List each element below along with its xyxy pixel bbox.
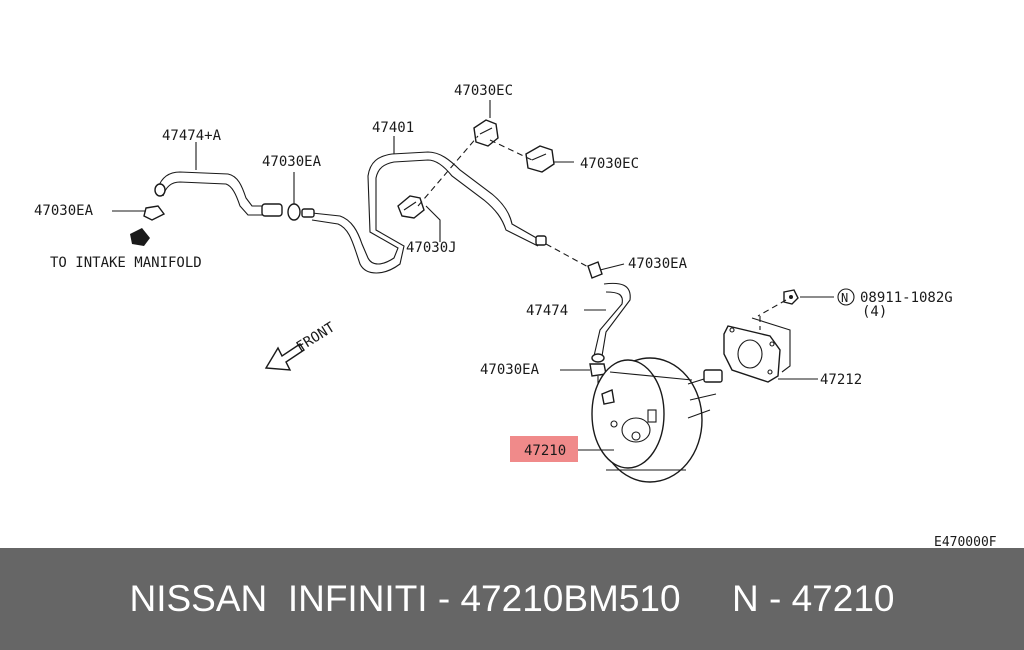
parts-diagram: FRONT 47474+A 47030EA 47030EA 47401 4703… [34,83,997,550]
callout-hose-lower[interactable]: 47474 [526,303,568,319]
callout-clip-ec-top[interactable]: 47030EC [454,83,513,99]
callout-clamp-ea-mid[interactable]: 47030EA [262,154,322,170]
part-footer: NISSAN INFINITI - 47210BM510 N - 47210 [0,548,1024,650]
clip-ec-right [525,145,555,173]
clamp-right [587,261,603,279]
intake-note: TO INTAKE MANIFOLD [50,255,202,271]
front-arrow-icon [264,343,305,371]
diagram-canvas: FRONT 47474+A 47030EA 47030EA 47401 4703… [34,83,997,550]
callout-clamp-ea-lower[interactable]: 47030EA [480,362,540,378]
nut [783,289,799,305]
footer-brand-part: NISSAN INFINITI - 47210BM510 [129,578,681,619]
clip-ec-top [473,119,499,147]
vacuum-tube [311,151,547,274]
brake-booster [591,357,723,483]
callout-nut-qty: (4) [862,304,887,320]
clip-j [397,195,425,219]
callout-nut[interactable]: 08911-1082G [860,290,953,306]
front-label: FRONT [294,319,339,355]
clamp-mid [287,203,315,221]
callout-gasket[interactable]: 47212 [820,372,862,388]
callout-clip-j[interactable]: 47030J [406,240,457,256]
nut-symbol: N [841,291,848,305]
callout-highlight [510,436,578,462]
leader-lines [112,100,834,451]
nut-symbol-circle [837,288,855,306]
callout-hose-upper[interactable]: 47474+A [162,128,222,144]
footer-part-code: N - 47210 [732,578,895,619]
footer-spacer [681,578,732,620]
callout-booster[interactable]: 47210 [524,443,566,459]
callout-tube[interactable]: 47401 [372,120,414,136]
callout-clip-ec-right[interactable]: 47030EC [580,156,639,172]
callout-clamp-ea-left[interactable]: 47030EA [34,203,94,219]
lower-hose [591,282,631,363]
upper-hose [157,171,283,217]
figure-code: E470000F [934,535,997,548]
gasket [723,317,791,383]
callout-clamp-ea-right[interactable]: 47030EA [628,256,688,272]
clamp-left [143,183,166,221]
intake-arrow-icon [130,228,150,246]
